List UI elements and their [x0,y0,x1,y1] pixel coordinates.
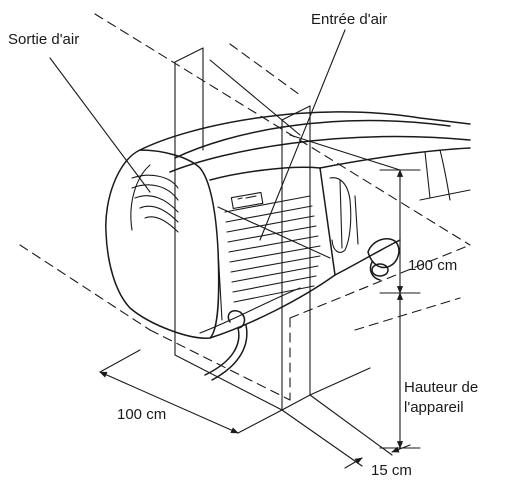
air-inlet-label: Entrée d'air [311,11,387,28]
unit-height-label-line2: l'appareil [404,399,464,416]
air-conditioner-unit [105,111,471,339]
air-outlet-label: Sortie d'air [8,31,79,48]
top-clearance-label: 100 cm [408,257,457,274]
side-clearance-label: 15 cm [371,462,412,479]
clearance-planes [174,47,401,411]
power-cord [204,310,248,381]
air-outlet-louvers [131,174,179,233]
air-inlet-grille [224,191,321,303]
unit-height-label-line1: Hauteur de [404,379,478,396]
front-clearance-label: 100 cm [117,406,166,423]
leader-lines [49,29,346,241]
dimension-unit-height [379,292,421,449]
dimension-side-clearance [281,394,411,469]
clearance-envelope [19,13,471,401]
dimension-front-clearance [99,349,283,434]
drain-hose [367,238,400,281]
